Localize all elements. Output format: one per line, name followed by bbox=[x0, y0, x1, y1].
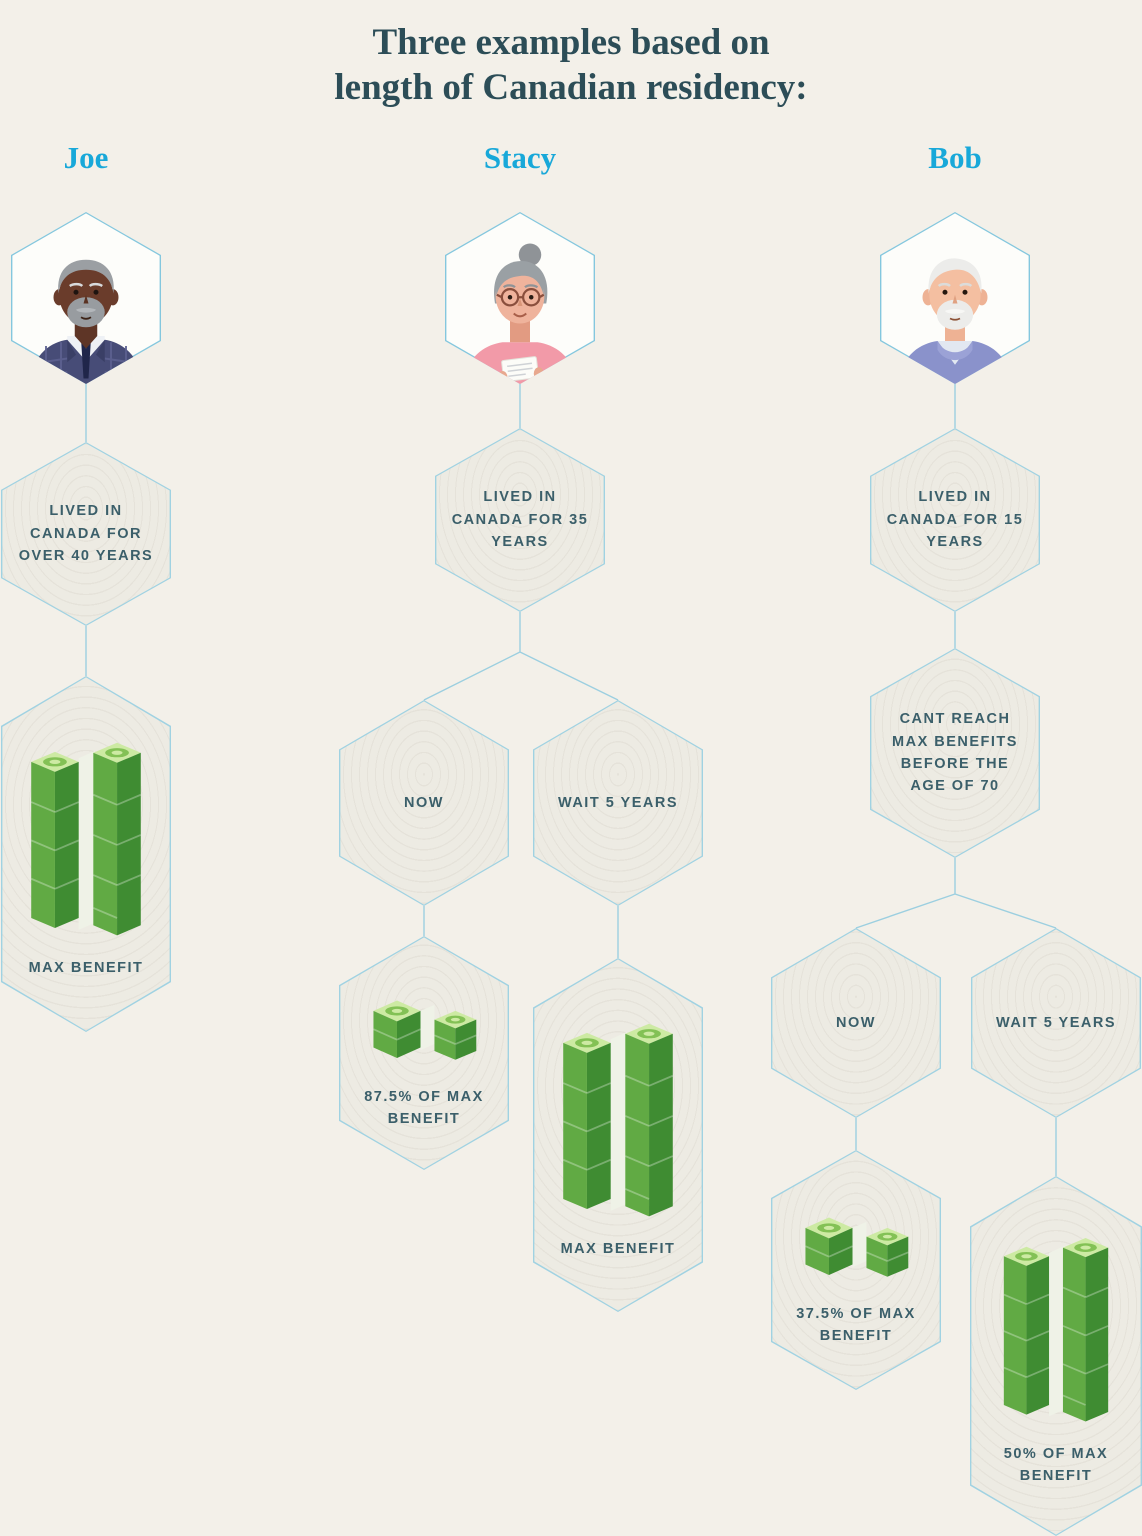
stacy-residency-label: LIVED IN CANADA FOR 35 YEARS bbox=[451, 489, 589, 551]
stacy-residency-hex: LIVED IN CANADA FOR 35 YEARS bbox=[435, 428, 605, 612]
stacy-wait-outcome-label: MAX BENEFIT bbox=[560, 1240, 676, 1257]
joe-avatar-hex bbox=[11, 212, 161, 384]
stacy-avatar-illustration bbox=[462, 243, 578, 384]
bob-now-hex: NOW bbox=[771, 928, 941, 1118]
column-name-bob: Bob bbox=[928, 140, 982, 175]
bob-residency-label: LIVED IN CANADA FOR 15 YEARS bbox=[886, 489, 1024, 551]
stacy-now-outcome-label: 87.5% OF MAX BENEFIT bbox=[364, 1088, 484, 1127]
bob-branch-wait-label: WAIT 5 YEARS bbox=[995, 1014, 1117, 1031]
joe-max-benefit-hex: MAX BENEFIT bbox=[1, 676, 171, 1032]
bob-wait-hex: WAIT 5 YEARS bbox=[971, 928, 1141, 1118]
bob-avatar-illustration bbox=[897, 258, 1013, 384]
stacy-now-hex: NOW bbox=[339, 700, 509, 906]
money-stack-large-icon bbox=[30, 741, 142, 937]
bob-now-outcome-label: 37.5% OF MAX BENEFIT bbox=[796, 1305, 916, 1344]
page-title-line1: Three examples based on bbox=[372, 22, 770, 63]
money-stack-small-icon bbox=[372, 999, 478, 1061]
column-name-joe: Joe bbox=[63, 140, 109, 175]
bob-residency-hex: LIVED IN CANADA FOR 15 YEARS bbox=[870, 428, 1040, 612]
stacy-wait-hex: WAIT 5 YEARS bbox=[533, 700, 703, 906]
joe-residency-label: LIVED IN CANADA FOR OVER 40 YEARS bbox=[18, 503, 154, 565]
bob-max-note-label: CANT REACH MAX BENEFITS BEFORE THE AGE O… bbox=[892, 711, 1018, 795]
stacy-branch-wait-label: WAIT 5 YEARS bbox=[557, 794, 679, 811]
stacy-branch-now-label: NOW bbox=[404, 794, 444, 811]
stacy-now-outcome-hex: 87.5% OF MAX BENEFIT bbox=[339, 936, 509, 1170]
bob-branch-now-label: NOW bbox=[836, 1014, 876, 1031]
joe-residency-hex: LIVED IN CANADA FOR OVER 40 YEARS bbox=[1, 442, 171, 626]
page-title-line2: length of Canadian residency: bbox=[334, 67, 808, 109]
money-stack-tall-icon bbox=[1002, 1236, 1110, 1422]
stacy-wait-outcome-hex: MAX BENEFIT bbox=[533, 958, 703, 1312]
money-stack-large-icon bbox=[562, 1022, 674, 1218]
stacy-avatar-hex bbox=[445, 212, 595, 384]
joe-outcome-label: MAX BENEFIT bbox=[28, 959, 144, 976]
bob-wait-outcome-label: 50% OF MAX BENEFIT bbox=[1003, 1445, 1109, 1484]
money-stack-small-icon bbox=[804, 1216, 910, 1278]
bob-avatar-hex bbox=[880, 212, 1030, 384]
joe-avatar-illustration bbox=[28, 259, 144, 384]
bob-wait-outcome-hex: 50% OF MAX BENEFIT bbox=[970, 1176, 1142, 1536]
bob-max-note-hex: CANT REACH MAX BENEFITS BEFORE THE AGE O… bbox=[870, 648, 1040, 858]
column-name-stacy: Stacy bbox=[483, 140, 557, 175]
bob-now-outcome-hex: 37.5% OF MAX BENEFIT bbox=[771, 1150, 941, 1390]
page-title: Three examples based on length of Canadi… bbox=[0, 20, 1142, 110]
